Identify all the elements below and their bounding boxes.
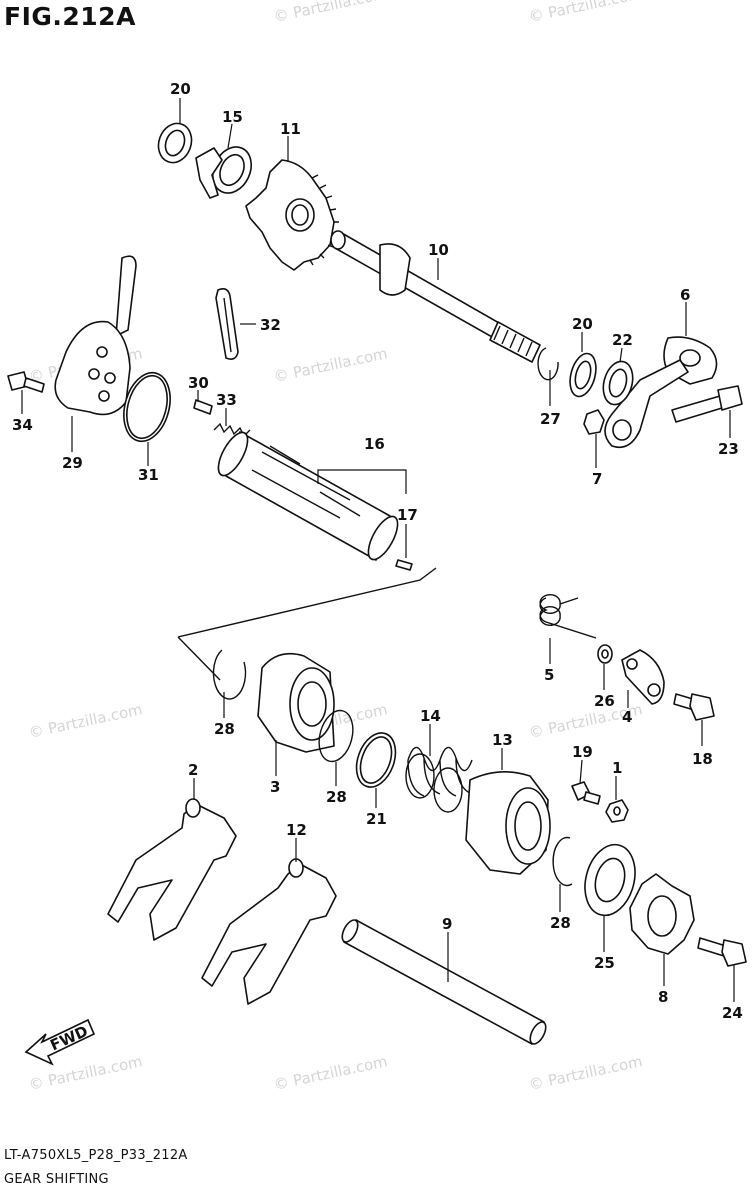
callout-19: 19 [572, 743, 593, 761]
part-32-cotter-clip [215, 288, 239, 360]
callout-28: 28 [326, 788, 347, 806]
callout-20: 20 [170, 80, 191, 98]
callout-13: 13 [492, 731, 513, 749]
callout-18: 18 [692, 750, 713, 768]
callout-2: 2 [188, 761, 198, 779]
callout-9: 9 [442, 915, 452, 933]
part-23-bolt [671, 385, 743, 423]
callout-5: 5 [544, 666, 554, 684]
part-28-circlip [318, 709, 354, 763]
figure-title: FIG.212A [4, 2, 136, 31]
part-10-gearshift-shaft [330, 230, 541, 363]
callout-8: 8 [658, 988, 668, 1006]
callout-20: 20 [572, 315, 593, 333]
callout-21: 21 [366, 810, 387, 828]
callout-23: 23 [718, 440, 739, 458]
part-34-bolt [7, 371, 45, 393]
part-30-pin [193, 399, 213, 415]
callout-29: 29 [62, 454, 83, 472]
section-divider [177, 567, 437, 638]
leader-lines [21, 98, 735, 1002]
callout-11: 11 [280, 120, 301, 138]
part-21-washer [355, 732, 397, 788]
part-31-o-ring [123, 371, 171, 443]
part-17-pin [395, 559, 413, 571]
part-25-bearing [584, 843, 636, 917]
figure-code: LT-A750XL5_P28_P33_212A [4, 1148, 188, 1163]
part-5-stopper-spring [539, 594, 597, 639]
part-19-bolt [571, 781, 601, 805]
callout-26: 26 [594, 692, 615, 710]
part-1-nut [605, 799, 629, 823]
part-3-driven-cam-gear [257, 652, 335, 753]
watermark: © Partzilla.com [272, 1052, 389, 1094]
part-12-gearshift-fork [201, 858, 337, 1005]
part-28-circlip [552, 836, 573, 887]
callout-28: 28 [550, 914, 571, 932]
part-6-gearshift-arm [604, 336, 718, 449]
part-4-cam-stopper [621, 649, 665, 705]
part-13-drive-cam [465, 771, 551, 875]
part-28-circlip [212, 649, 247, 700]
part-20-washer [569, 352, 597, 398]
callout-25: 25 [594, 954, 615, 972]
part-18-bolt [673, 693, 715, 721]
callout-27: 27 [540, 410, 561, 428]
part-24-bolt [697, 937, 747, 967]
figure-name: GEAR SHIFTING [4, 1172, 109, 1187]
callout-10: 10 [428, 241, 449, 259]
callout-24: 24 [722, 1004, 743, 1022]
callout-30: 30 [188, 374, 209, 392]
callout-labels: 20 15 11 10 32 6 20 22 34 30 33 29 31 27… [12, 80, 743, 1022]
part-15-return-spring [195, 146, 253, 199]
watermark: © Partzilla.com [527, 0, 644, 26]
callout-3: 3 [270, 778, 280, 796]
fwd-label: FWD [47, 1022, 90, 1054]
part-22-oil-seal [602, 360, 634, 406]
callout-28: 28 [214, 720, 235, 738]
fwd-arrow-icon: FWD [24, 1018, 96, 1066]
part-2-gearshift-fork [107, 798, 237, 941]
part-14-spring [405, 746, 473, 813]
callout-15: 15 [222, 108, 243, 126]
callout-7: 7 [592, 470, 602, 488]
part-16-gearshift-cam [217, 431, 399, 561]
callout-16: 16 [364, 435, 385, 453]
callout-32: 32 [260, 316, 281, 334]
part-7-nut [583, 409, 605, 435]
callout-31: 31 [138, 466, 159, 484]
callout-17: 17 [397, 506, 418, 524]
watermark: © Partzilla.com [527, 1052, 644, 1094]
watermark: © Partzilla.com [27, 700, 144, 742]
part-9-fork-shaft [341, 919, 547, 1045]
watermark: © Partzilla.com [272, 0, 389, 26]
callout-34: 34 [12, 416, 33, 434]
callout-22: 22 [612, 331, 633, 349]
callout-14: 14 [420, 707, 441, 725]
part-8-cam-stopper-plate [629, 873, 695, 955]
callout-12: 12 [286, 821, 307, 839]
part-29-shift-shaft-cover [54, 255, 137, 416]
callout-1: 1 [612, 759, 622, 777]
part-20-washer [157, 122, 193, 164]
watermark: © Partzilla.com [272, 344, 389, 386]
callout-4: 4 [622, 708, 632, 726]
part-26-washer [597, 644, 613, 664]
callout-6: 6 [680, 286, 690, 304]
part-27-circlip [537, 347, 559, 381]
callout-33: 33 [216, 391, 237, 409]
part-11-shift-arm-sector [245, 159, 339, 271]
